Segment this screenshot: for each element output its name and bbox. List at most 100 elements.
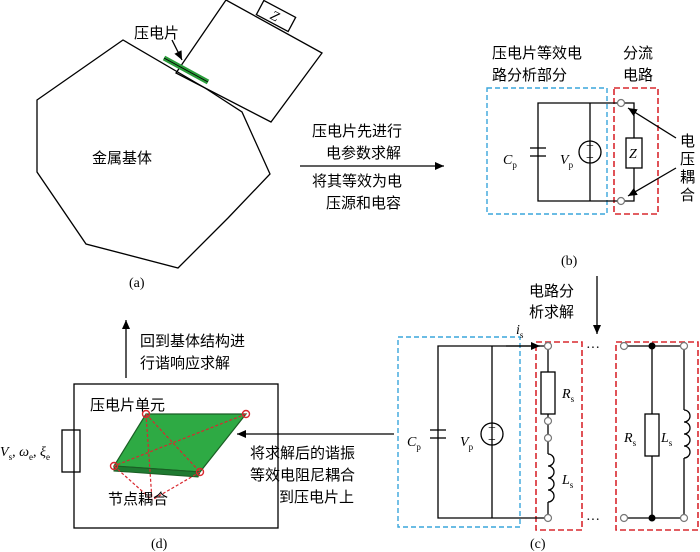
- node-4: [195, 467, 205, 477]
- series-node-2: [543, 416, 553, 426]
- voltage-source-b: [578, 140, 602, 164]
- piezo-equivalent-box: [486, 87, 608, 215]
- panel-b: 压电片等效电 路分析部分 分流 电路 + − Z Cp Vp 电 压 耦 合 (: [486, 44, 695, 269]
- node-1: [141, 409, 151, 419]
- impedance-box-a: [255, 0, 297, 33]
- step1-line4: 压源和电容: [326, 194, 401, 212]
- piezo-pointer-arrow: [171, 39, 183, 61]
- coupling-arrow-bottom: [627, 167, 677, 197]
- shunt-title-1: 分流: [623, 44, 653, 62]
- series-resistor: [540, 371, 556, 415]
- shunt-circuit-board: [175, 0, 323, 123]
- step-d-up: 回到基体结构进 行谐响应求解: [122, 320, 245, 378]
- step1-line2: 电参数求解: [326, 144, 401, 162]
- panel-b-caption: (b): [561, 254, 578, 269]
- coupling-char-2: 压: [680, 150, 695, 168]
- piezo-unit-label: 压电片单元: [90, 396, 165, 414]
- piezo-patch-outline: [163, 57, 209, 83]
- step1-line3: 将其等效为电: [312, 172, 402, 190]
- panel-d-caption: (d): [151, 537, 168, 552]
- source-minus-c: −: [488, 433, 496, 448]
- coupling-line-4: [151, 471, 201, 501]
- z-wire-top: [624, 102, 635, 138]
- terminal-bottom-b: [616, 196, 626, 206]
- series-rl-box: [535, 341, 583, 531]
- step2-line2: 析求解: [529, 303, 574, 321]
- panel-d: Vs, ωe, ξe 压电片单元 节点耦合 (d): [0, 383, 279, 552]
- ellipsis-top: ···: [586, 341, 600, 356]
- series-node-4: [543, 513, 553, 523]
- step2-line1: 电路分: [529, 282, 574, 300]
- metal-substrate-shape: [36, 39, 271, 269]
- terminal-top-b: [616, 98, 626, 108]
- shunt-circuit-box: [613, 87, 659, 215]
- parallel-terminal-top: [619, 341, 629, 351]
- piezo-equivalent-title-2: 路分析部分: [492, 66, 567, 84]
- coupling-line-2: [113, 413, 247, 467]
- shunt-title-2: 电路: [623, 66, 653, 84]
- rs-label-parallel: Rs: [623, 431, 637, 448]
- piezo-patch-label: 压电片: [134, 24, 179, 42]
- piezo-equivalent-box-c: [397, 336, 521, 528]
- z-wire-bottom: [624, 168, 635, 202]
- step3-line3: 到压电片上: [279, 488, 354, 506]
- source-minus-b: −: [586, 151, 594, 166]
- piezo-element-plate: [112, 413, 248, 473]
- cp-label-b: Cp: [503, 153, 517, 170]
- metal-substrate-label: 金属基体: [92, 149, 152, 167]
- series-inductor: [547, 453, 555, 503]
- coupling-char-3: 耦: [680, 168, 695, 186]
- parallel-junction-top: [648, 342, 656, 350]
- parallel-inductor: [683, 409, 691, 459]
- series-node-3: [543, 433, 553, 443]
- panel-c-caption: (c): [530, 537, 546, 552]
- ls-label-series: Ls: [561, 473, 574, 490]
- series-node-1: [543, 341, 553, 351]
- step-b-to-c: 电路分 析求解: [529, 276, 601, 334]
- node-3: [109, 461, 119, 471]
- coupling-char-1: 电: [680, 132, 695, 150]
- cp-label-c: Cp: [407, 435, 421, 452]
- node-coupling-label: 节点耦合: [108, 490, 168, 508]
- parallel-terminal-bottom: [619, 513, 629, 523]
- step1-line1: 压电片先进行: [312, 122, 402, 140]
- impedance-label-a: Z: [267, 8, 281, 25]
- parameter-label: Vs, ωe, ξe: [0, 445, 50, 462]
- rs-label-series: Rs: [561, 387, 575, 404]
- step4-line1: 回到基体结构进: [140, 332, 245, 350]
- step3-line2: 等效电阻尼耦合: [250, 466, 355, 484]
- panel-a-caption: (a): [129, 276, 145, 291]
- step-a-to-b: 压电片先进行 电参数求解 将其等效为电 压源和电容: [300, 122, 444, 212]
- step-c-to-d: 将求解后的谐振 等效电阻尼耦合 到压电片上: [237, 430, 394, 506]
- voltage-source-c: [480, 422, 504, 446]
- ls-label-parallel: Ls: [660, 431, 673, 448]
- damper-box: [61, 429, 81, 473]
- parallel-terminal-bottom-r: [679, 513, 689, 523]
- parallel-rl-box: [615, 341, 699, 531]
- coupling-char-4: 合: [680, 186, 695, 204]
- coupling-line-1: [145, 413, 201, 473]
- vp-label-c: Vp: [460, 435, 474, 452]
- piezo-equivalent-title-1: 压电片等效电: [492, 44, 582, 62]
- source-plus-b: +: [586, 139, 594, 154]
- piezo-loop-wire: [537, 102, 620, 202]
- coupling-line-3: [113, 465, 153, 501]
- node-2: [241, 409, 251, 419]
- unit-frame: [73, 383, 279, 529]
- vp-label-b: Vp: [560, 153, 574, 170]
- ellipsis-bottom: ···: [586, 513, 600, 528]
- piezo-loop-wire-c: [437, 345, 548, 519]
- step4-line2: 行谐响应求解: [140, 354, 230, 372]
- coupling-arrow-top: [627, 107, 677, 139]
- impedance-label-b: Z: [629, 147, 637, 162]
- is-label: is: [516, 323, 524, 340]
- parallel-resistor: [644, 413, 660, 457]
- parallel-junction-bottom: [648, 514, 656, 522]
- panel-c: + − Cp Vp is Rs Ls ··· ···: [397, 323, 699, 552]
- coupling-line-5: [145, 413, 153, 501]
- source-plus-c: +: [488, 421, 496, 436]
- impedance-box-b: [625, 137, 643, 169]
- panel-a: Z 压电片 金属基体 (a): [36, 0, 323, 291]
